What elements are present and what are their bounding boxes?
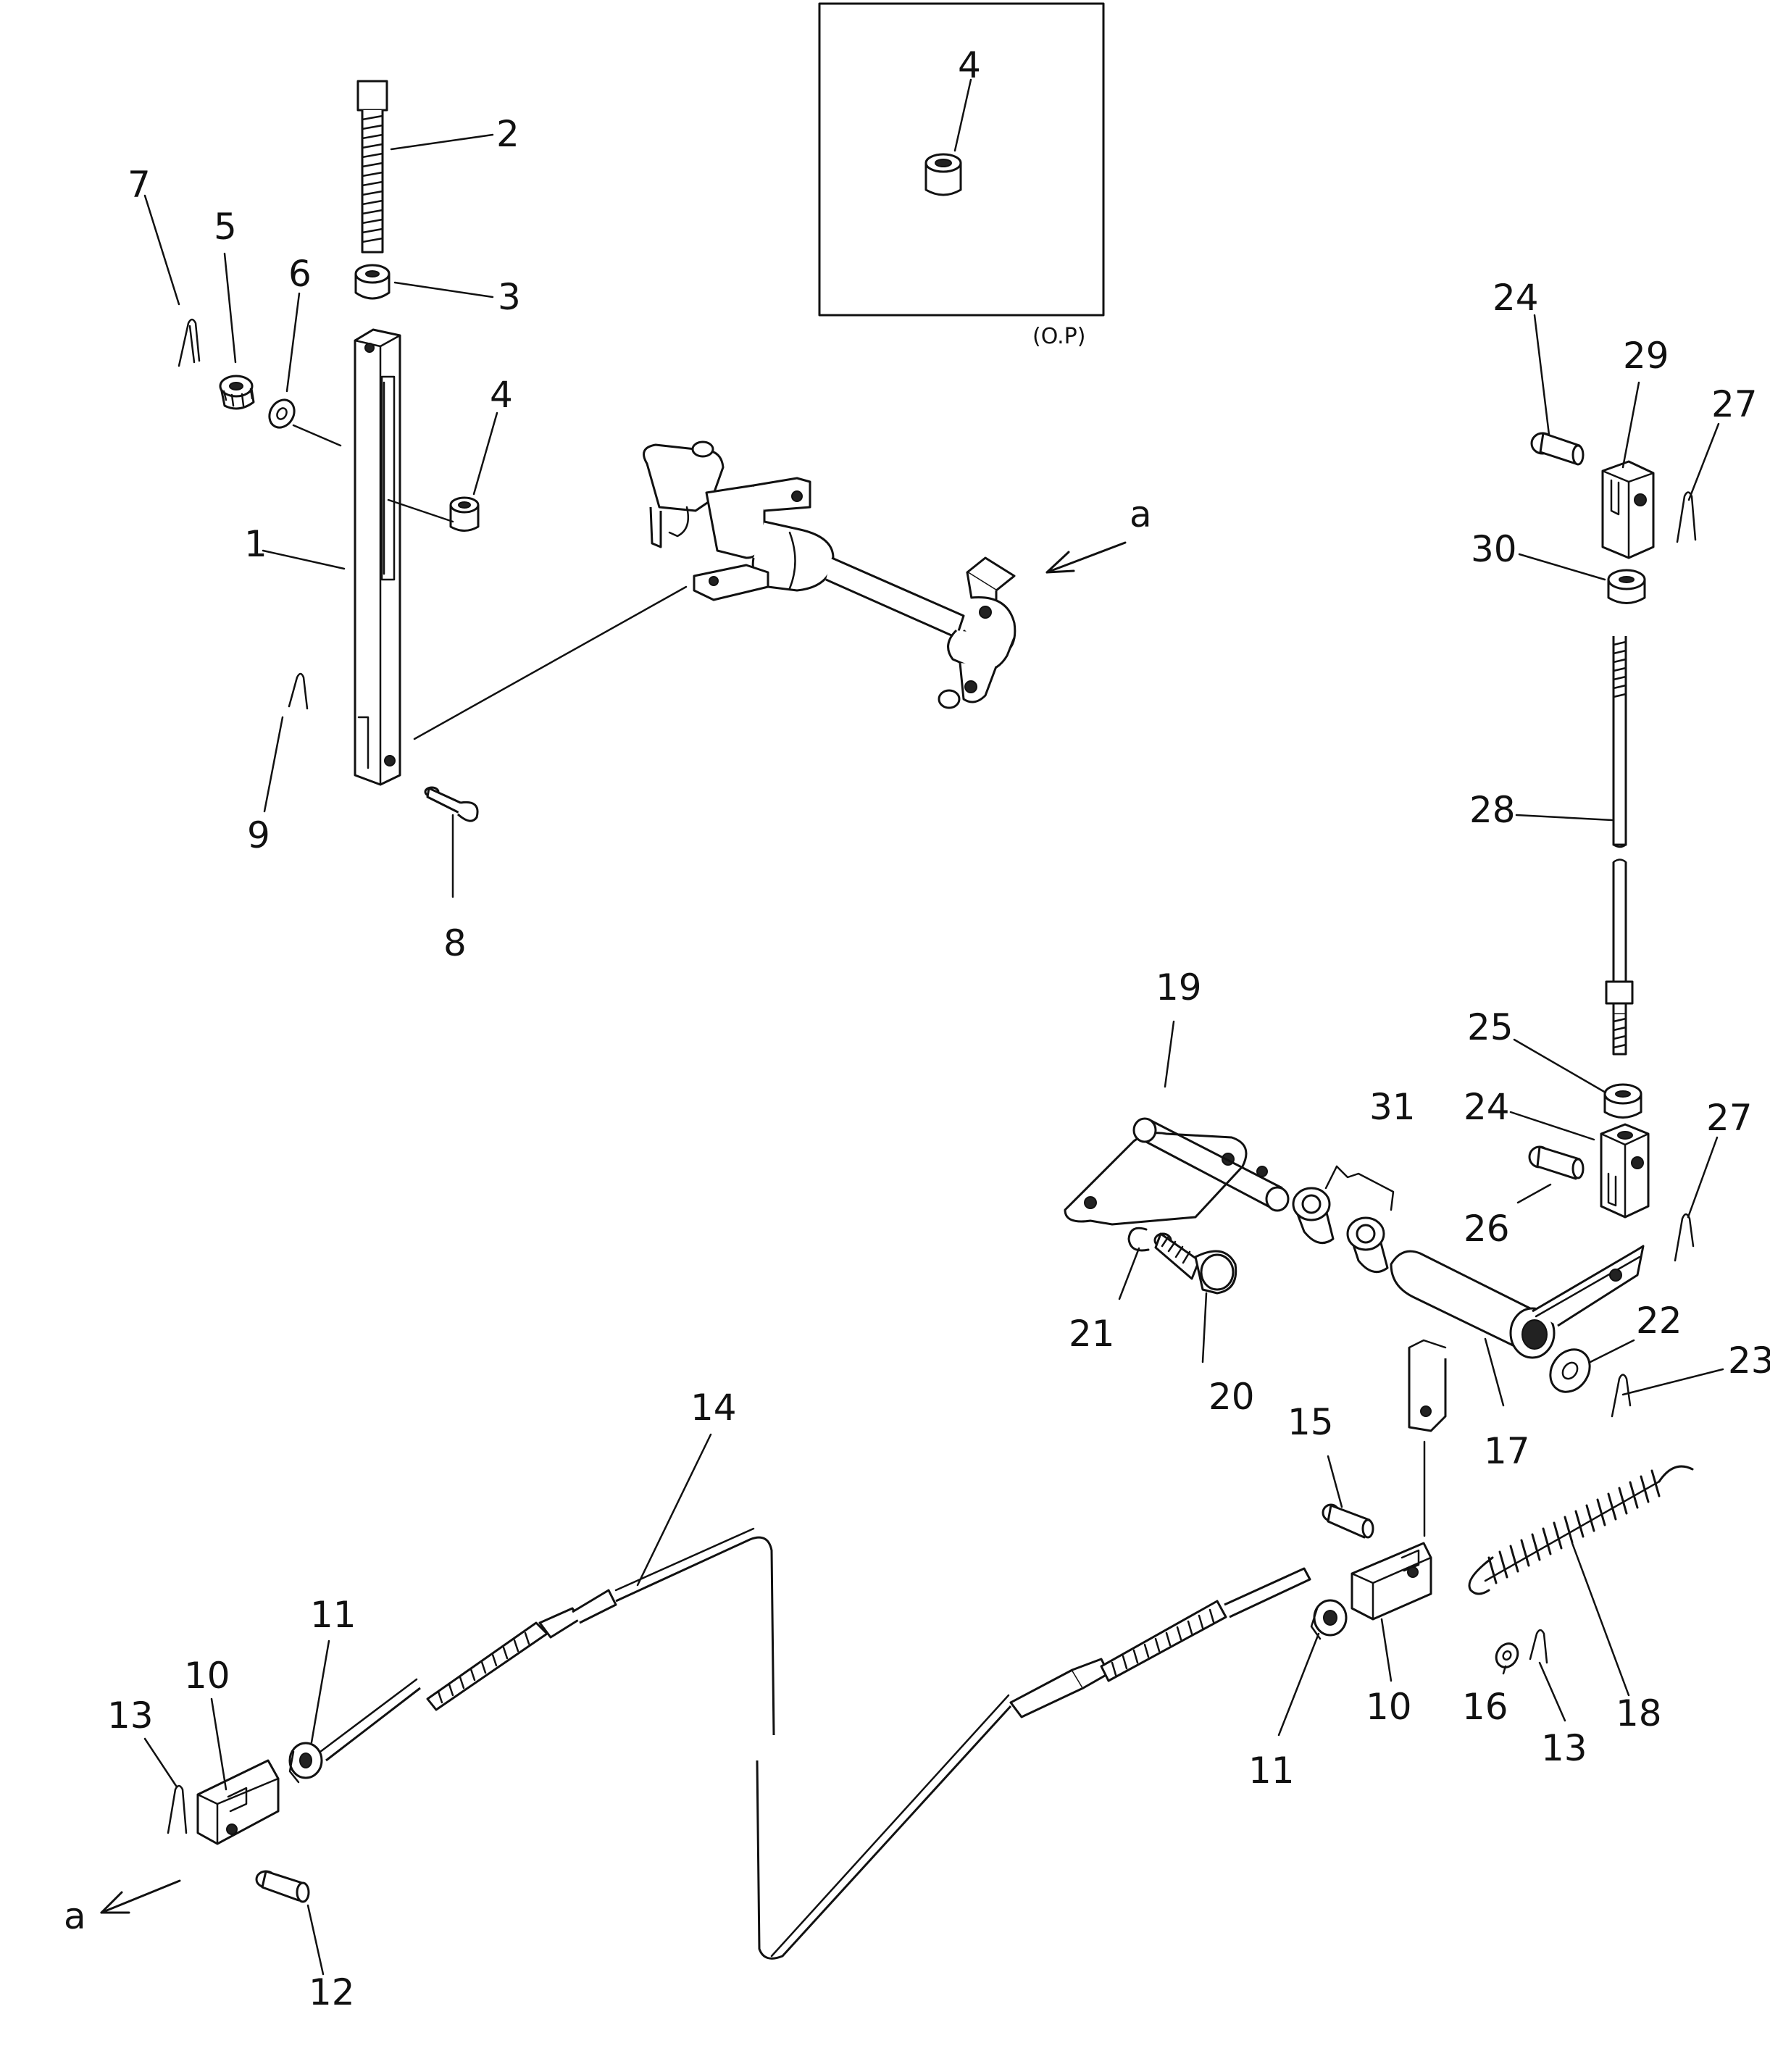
bracket-part: [1064, 1117, 1290, 1226]
callout-label-15: 15: [1287, 1401, 1334, 1443]
callout-label-22: 22: [1636, 1300, 1682, 1342]
bolt-part: [1153, 1232, 1237, 1295]
callout-label-9: 9: [247, 814, 270, 856]
cable-part: [319, 1527, 1311, 1960]
callout-label-19: 19: [1156, 966, 1202, 1008]
callout-label-3: 3: [498, 276, 521, 318]
callout-label-24: 24: [1464, 1086, 1510, 1128]
callout-label-7: 7: [128, 164, 151, 206]
callout-label-14: 14: [690, 1387, 737, 1429]
nut-part: [354, 264, 391, 300]
callout-label-16: 16: [1462, 1686, 1508, 1728]
nut-part: [1603, 1083, 1642, 1119]
callout-label-a: a: [1130, 493, 1152, 535]
callout-label-26: 26: [1464, 1208, 1510, 1250]
leader-lines: [143, 133, 1724, 1976]
callout-label-a: a: [64, 1895, 86, 1937]
callout-label-20: 20: [1208, 1376, 1255, 1418]
cotter-pin-part: [167, 1784, 188, 1834]
shaft-assembly: [643, 440, 1017, 709]
nut-part: [288, 1742, 323, 1784]
callout-label-28: 28: [1469, 789, 1516, 831]
castle-nut-part: [219, 375, 255, 410]
callout-label-24: 24: [1493, 277, 1539, 319]
nut-part: [1607, 569, 1646, 604]
collar-part: [924, 153, 962, 196]
clevis-part: [1351, 1542, 1432, 1621]
callout-label-11: 11: [310, 1594, 356, 1636]
leader-line: [953, 78, 972, 152]
clevis-part: [1600, 1123, 1650, 1219]
callout-label-17: 17: [1484, 1430, 1530, 1472]
callout-label-13: 13: [107, 1695, 154, 1737]
bolt-part: [356, 80, 388, 254]
callout-labels: 4 2 3 4 5 6 7 1 9 8 a 24 29 27 30 28 19 …: [64, 44, 1770, 2013]
rod-part: [1605, 636, 1634, 1056]
washer-part: [1495, 1642, 1519, 1668]
clevis-part: [1601, 460, 1655, 559]
pin-part: [424, 786, 479, 822]
washer-part: [1549, 1348, 1591, 1393]
arrow-a: [100, 1879, 181, 1914]
callout-label-30: 30: [1471, 528, 1517, 570]
callout-label-25: 25: [1467, 1006, 1514, 1048]
inset-op-box: (O.P): [818, 2, 1105, 349]
callout-label-8: 8: [443, 922, 467, 964]
callout-label-27: 27: [1706, 1097, 1753, 1139]
callout-label-11: 11: [1248, 1750, 1295, 1792]
nut-part: [1310, 1599, 1348, 1640]
callout-label-23: 23: [1728, 1340, 1770, 1382]
cotter-pin-part: [288, 672, 309, 710]
snap-ring-part: [1127, 1227, 1150, 1252]
pin-part: [1322, 1503, 1374, 1539]
callout-label-29: 29: [1623, 335, 1669, 377]
callout-label-10: 10: [1366, 1686, 1412, 1728]
pin-part: [1530, 432, 1585, 466]
cotter-pin-part: [1529, 1629, 1548, 1664]
callout-label-4: 4: [490, 374, 513, 416]
clevis-part: [196, 1759, 280, 1845]
cotter-pin-part: [1674, 1213, 1695, 1262]
bushing-part: [1292, 1187, 1335, 1245]
inset-caption: (O.P): [1032, 324, 1085, 349]
washer-part: [268, 398, 296, 429]
callout-label-18: 18: [1616, 1692, 1662, 1734]
arrow-a: [1045, 541, 1127, 574]
cotter-pin-part: [178, 318, 201, 367]
arm-part: [1390, 1245, 1645, 1432]
bushing-part: [1346, 1216, 1389, 1274]
callout-label-2: 2: [496, 113, 519, 155]
callout-label-4: 4: [958, 44, 981, 86]
cotter-pin-part: [1676, 491, 1697, 543]
pin-part: [1528, 1145, 1585, 1180]
callout-label-13: 13: [1541, 1727, 1587, 1769]
callout-label-31: 31: [1369, 1086, 1416, 1128]
callout-label-5: 5: [214, 206, 237, 248]
callout-label-6: 6: [288, 253, 312, 295]
callout-label-27: 27: [1711, 383, 1758, 425]
lever-part: [354, 328, 401, 786]
spring-part: [1468, 1465, 1694, 1595]
cotter-pin-part: [1611, 1374, 1632, 1418]
collar-part: [449, 496, 480, 532]
pin-part: [255, 1870, 310, 1903]
callout-label-12: 12: [309, 1971, 355, 2013]
callout-label-1: 1: [244, 523, 267, 565]
connection-line: [413, 585, 688, 740]
callout-label-10: 10: [184, 1655, 230, 1697]
callout-label-21: 21: [1069, 1313, 1115, 1355]
